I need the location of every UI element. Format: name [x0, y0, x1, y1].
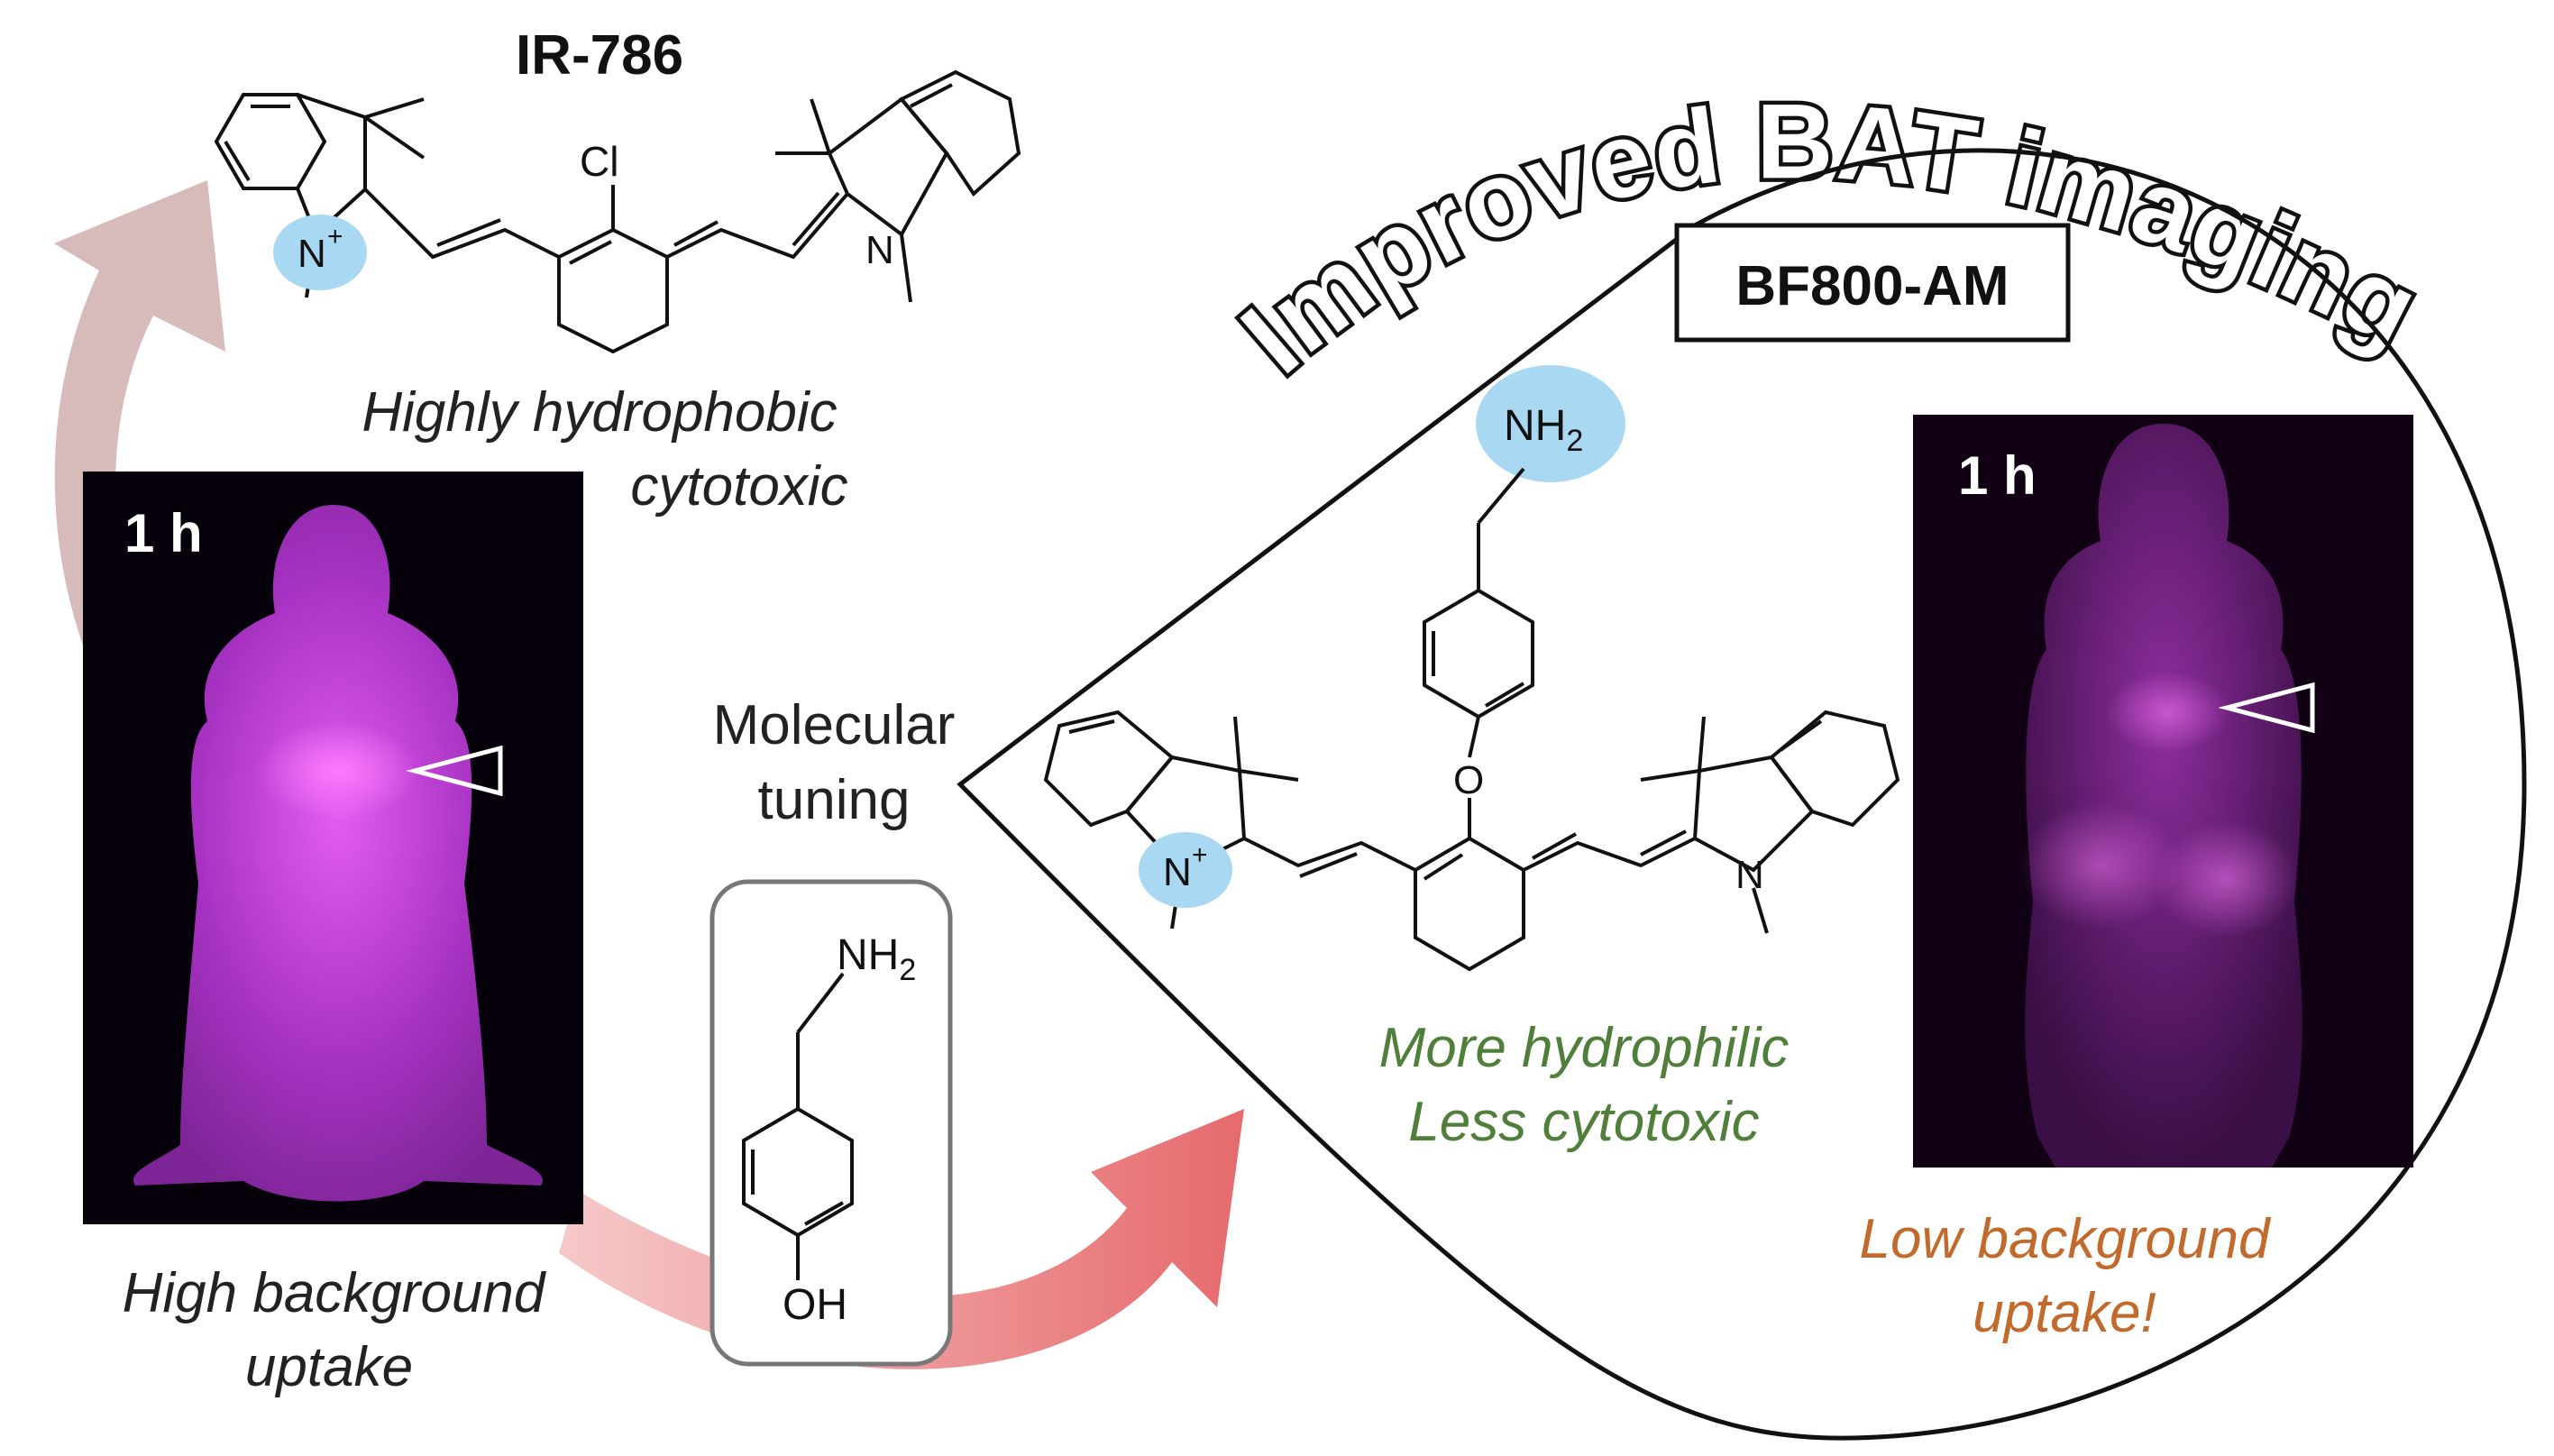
ir786-cation-highlight: [273, 215, 367, 290]
process-line1: Molecular: [713, 694, 956, 756]
ir786-n-plus: N: [298, 232, 326, 276]
tyramine-reagent-box: NH2 OH: [709, 879, 953, 1367]
bf800am-amine-highlight: [1476, 365, 1625, 482]
bf800am-structure: [1043, 467, 1900, 972]
bf800am-arrowhead-icon: [2218, 682, 2315, 734]
ir786-property-line1: Highly hydrophobic: [362, 381, 837, 444]
bf800am-result-line1: Low background: [1860, 1208, 2272, 1270]
bf800am-n-plus: N: [1163, 850, 1192, 894]
bf800am-result-line2: uptake!: [1973, 1282, 2156, 1344]
bf800am-image-time: 1 h: [1958, 445, 2037, 506]
ir786-mouse-image: 1 h: [83, 472, 583, 1224]
ir786-title: IR-786: [516, 24, 683, 87]
bf800am-cation-highlight: [1139, 832, 1232, 908]
bf800am-mouse-image: 1 h: [1913, 415, 2413, 1168]
ir786-n-plus-charge: +: [327, 222, 343, 252]
ir786-result-line2: uptake: [245, 1336, 413, 1398]
reagent-hydroxyl: OH: [783, 1281, 847, 1329]
teardrop-outline: [957, 148, 2527, 1441]
ir786-chloro: Cl: [580, 138, 618, 185]
bf800am-property-line1: More hydrophilic: [1379, 1017, 1790, 1079]
bf800am-title: BF800-AM: [1735, 255, 2009, 317]
ir786-result-line1: High background: [123, 1262, 547, 1324]
bf800am-n-plus-charge: +: [1192, 840, 1208, 870]
bf800am-property-line2: Less cytotoxic: [1408, 1091, 1759, 1153]
reagent-amine: NH2: [837, 931, 916, 987]
ir786-structure: [214, 69, 1021, 354]
ir786-image-time: 1 h: [124, 503, 203, 563]
bf800am-amine: NH2: [1504, 402, 1583, 458]
bf800am-n-neutral: N: [1735, 853, 1764, 897]
ir786-property-line2: cytotoxic: [630, 455, 847, 517]
bf800am-oxygen: O: [1453, 758, 1484, 802]
ir786-arrowhead-icon: [406, 745, 503, 797]
bf800am-title-box: [1674, 223, 2071, 343]
ir786-n-neutral: N: [865, 228, 894, 272]
process-line2: tuning: [758, 769, 911, 831]
